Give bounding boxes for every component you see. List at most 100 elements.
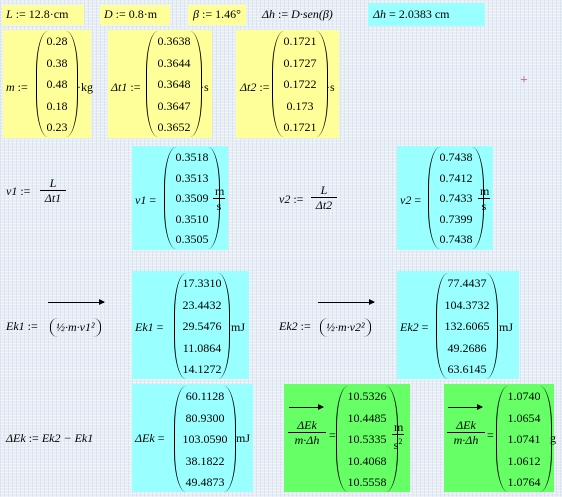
ratio1-value: 10.4485: [347, 410, 387, 425]
v1-unit: m s: [213, 184, 225, 213]
ek2-definition[interactable]: Ek2 :=: [279, 319, 311, 334]
ek2-value: 49.2686: [447, 340, 487, 355]
ratio1-den: m·Δh: [294, 433, 320, 447]
D-assign: :=: [115, 7, 126, 21]
ratio2-value: 1.0612: [507, 453, 541, 468]
dh-result-eq: =: [389, 7, 396, 21]
ratio1-value: 10.5558: [347, 475, 387, 489]
dek-value: 80.9300: [185, 410, 225, 425]
ek2-unit: mJ: [499, 320, 514, 334]
m-vector[interactable]: 0.28 0.38 0.48 0.18 0.23: [36, 31, 78, 137]
ek1-symbol: Ek1: [135, 320, 154, 334]
dt2-value: 0.173: [286, 98, 314, 113]
v1-vector[interactable]: 0.3518 0.3513 0.3509 0.3510 0.3505: [164, 147, 220, 249]
dt2-symbol: Δt2: [240, 80, 257, 94]
dek-value: 38.1822: [185, 453, 225, 468]
ek2-value: 77.4437: [447, 276, 487, 290]
dt1-unit: ·s: [200, 80, 209, 94]
dh-assign: :=: [278, 7, 289, 21]
ratio1-fraction: ΔEk m·Δh: [288, 418, 326, 447]
v2-value: 0.7438: [439, 232, 473, 246]
L-definition-region[interactable]: [2, 5, 84, 25]
v2-definition[interactable]: v2 :=: [279, 192, 303, 207]
v2-value: 0.7399: [439, 211, 473, 226]
ek2-value: 132.6065: [444, 319, 490, 333]
ek2-def-expression: ½·m·v2²: [320, 318, 371, 337]
dt2-value: 0.1727: [283, 55, 317, 70]
ek2-vector[interactable]: 77.4437 104.3732 132.6065 49.2686 63.614…: [436, 273, 498, 379]
m-unit: ·kg: [77, 80, 93, 94]
v1-value: 0.3505: [175, 232, 209, 246]
ratio1-num: ΔEk: [288, 418, 326, 433]
ek1-def-expression: ½·m·v1²: [50, 318, 101, 337]
ek1-vector[interactable]: 17.3310 23.4432 29.5476 11.0864 14.1272: [174, 273, 230, 379]
ek2-def-assign: :=: [300, 319, 311, 333]
dek-value: 103.0590: [182, 432, 228, 446]
dh-result[interactable]: Δh = 2.0383 cm: [373, 7, 450, 22]
ratio2-vectorize-arrow-icon: [448, 404, 483, 410]
ek2-def-symbol: Ek2: [279, 319, 298, 333]
beta-definition-region[interactable]: [188, 5, 246, 25]
v2-eq: =: [414, 193, 422, 207]
v2-def-fraction: L Δt2: [311, 183, 337, 212]
L-definition[interactable]: L := 12.8·cm: [6, 7, 68, 22]
dt2-vector[interactable]: 0.1721 0.1727 0.1722 0.173 0.1721: [272, 31, 328, 137]
dt2-definition-region[interactable]: [236, 30, 339, 138]
ek2-result-region[interactable]: [397, 271, 519, 379]
beta-symbol: β: [193, 7, 199, 21]
ek1-definition[interactable]: Ek1 :=: [6, 319, 38, 334]
ratio1-vector[interactable]: 10.5326 10.4485 10.5335 10.4068 10.5558: [336, 386, 398, 492]
m-value: 0.48: [46, 77, 68, 91]
v2-vector[interactable]: 0.7438 0.7412 0.7433 0.7399 0.7438: [428, 147, 484, 249]
m-value: 0.23: [46, 120, 68, 134]
ratio1-unit-den: s2: [393, 437, 403, 452]
v2-value: 0.7433: [439, 191, 473, 205]
plus-cursor-icon: +: [520, 73, 528, 88]
v2-result-label: v2 =: [400, 193, 421, 208]
ek1-value: 23.4432: [182, 297, 222, 312]
D-definition-region[interactable]: [100, 5, 170, 25]
dh-definition[interactable]: Δh := D·sen(β): [262, 7, 333, 22]
ratio1-eq: =: [329, 428, 336, 442]
dt2-value: 0.1721: [283, 34, 317, 48]
dt1-assign: :=: [130, 80, 141, 94]
ratio2-value: 1.0764: [507, 475, 541, 489]
beta-value: 1.46°: [215, 7, 241, 21]
D-definition[interactable]: D := 0.8·m: [104, 7, 157, 22]
v1-def-fraction: L Δt1: [40, 176, 66, 205]
ratio2-eq: =: [487, 428, 494, 442]
ratio2-num: ΔEk: [447, 418, 485, 433]
dt1-definition-label: Δt1 :=: [111, 80, 141, 95]
ratio2-value: 1.0654: [507, 410, 541, 425]
dek-definition[interactable]: ΔEk := Ek2 − Ek1: [6, 431, 93, 446]
dek-result-region[interactable]: [132, 384, 253, 492]
m-definition-region[interactable]: [3, 30, 91, 138]
ratio1-unit: m s2: [392, 420, 404, 452]
dt2-unit: ·s: [326, 80, 335, 94]
D-symbol: D: [104, 7, 113, 21]
m-value: 0.38: [46, 55, 68, 70]
dt1-vector[interactable]: 0.3638 0.3644 0.3648 0.3647 0.3652: [146, 31, 202, 137]
beta-definition[interactable]: β := 1.46°: [193, 7, 241, 22]
v2-result-region[interactable]: [397, 146, 493, 250]
ek1-unit: mJ: [231, 320, 246, 334]
ratio2-vector[interactable]: 1.0740 1.0654 1.0741 1.0612 1.0764: [496, 386, 552, 492]
v1-definition[interactable]: v1 :=: [6, 184, 30, 199]
dek-vector[interactable]: 60.1128 80.9300 103.0590 38.1822 49.4873: [174, 386, 236, 492]
ek1-def-symbol: Ek1: [6, 319, 25, 333]
dh-result-region[interactable]: [368, 3, 485, 26]
ek1-def-assign: :=: [27, 319, 38, 333]
ek1-value: 14.1272: [182, 362, 222, 376]
ratio2-result-region[interactable]: [444, 384, 554, 492]
v1-value: 0.3509: [175, 191, 209, 205]
ratio1-result-region[interactable]: [284, 384, 410, 492]
dh-result-value: 2.0383 cm: [398, 7, 450, 21]
ek1-vectorize-arrow-icon: [48, 299, 105, 305]
dt1-definition-region[interactable]: [108, 30, 212, 138]
dek-def-symbol: ΔEk: [6, 431, 26, 445]
v1-def-num: L: [40, 176, 66, 191]
ratio2-fraction: ΔEk m·Δh: [447, 418, 485, 447]
v1-result-region[interactable]: [132, 146, 228, 250]
dt2-value: 0.1721: [283, 120, 317, 134]
m-symbol: m: [6, 80, 15, 94]
